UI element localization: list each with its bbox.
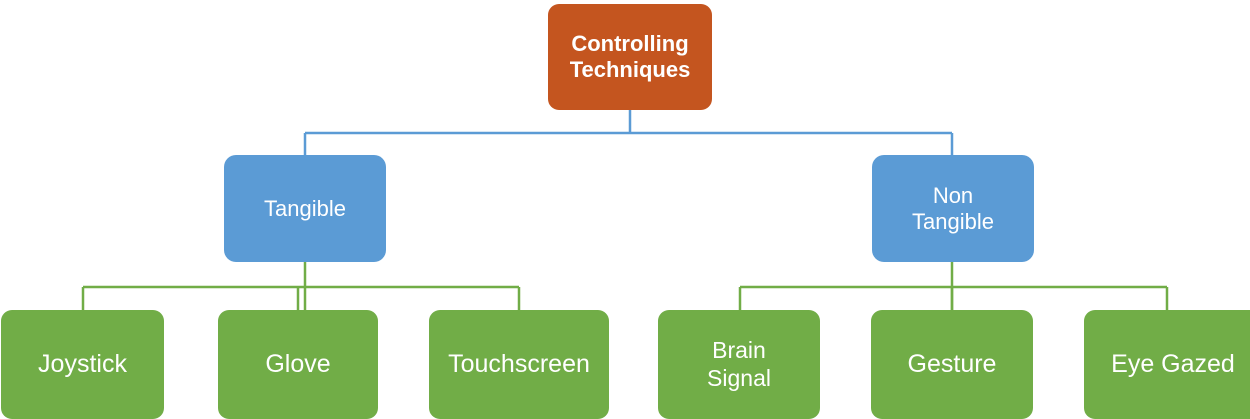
node-gesture[interactable]: Gesture xyxy=(871,310,1033,419)
node-controlling-techniques[interactable]: Controlling Techniques xyxy=(548,4,712,110)
node-tangible[interactable]: Tangible xyxy=(224,155,386,262)
node-glove[interactable]: Glove xyxy=(218,310,378,419)
node-non-tangible[interactable]: Non Tangible xyxy=(872,155,1034,262)
node-brain-signal[interactable]: Brain Signal xyxy=(658,310,820,419)
node-touchscreen[interactable]: Touchscreen xyxy=(429,310,609,419)
root-connector-group xyxy=(303,110,954,155)
node-joystick[interactable]: Joystick xyxy=(1,310,164,419)
non-tangible-connector-group xyxy=(738,262,1169,310)
node-eye-gazed[interactable]: Eye Gazed xyxy=(1084,310,1250,419)
tangible-connector-group xyxy=(81,262,521,310)
